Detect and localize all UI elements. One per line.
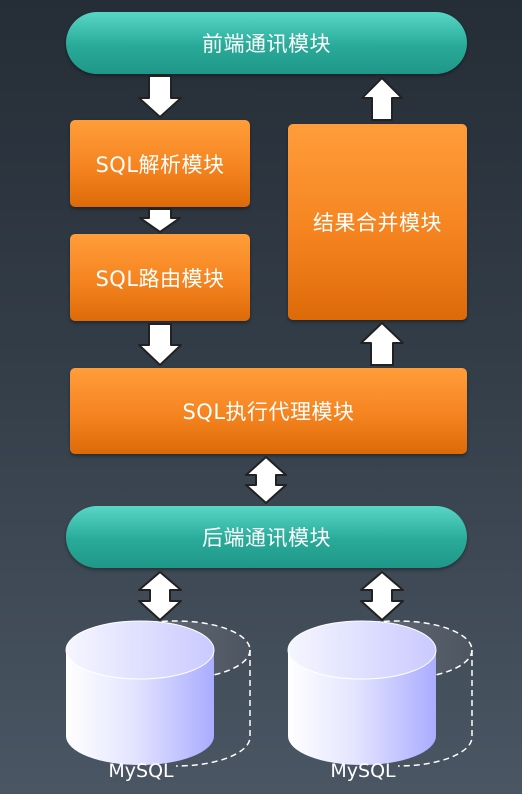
backend-comm-module: 后端通讯模块 [66,506,467,568]
frontend-comm-label: 前端通讯模块 [202,32,331,56]
backend-comm-label: 后端通讯模块 [202,526,331,550]
double-arrow-backend-db2 [360,571,404,621]
result-merge-label: 结果合并模块 [313,211,442,235]
frontend-comm-module: 前端通讯模块 [66,12,467,74]
sql-route-module: SQL路由模块 [70,234,250,321]
arrow-up-exec-to-merge [360,322,404,366]
sql-parse-module: SQL解析模块 [70,120,250,207]
arrow-up-merge-to-frontend [361,77,403,121]
database-label-2: MySQL [330,760,396,782]
sql-route-label: SQL路由模块 [95,266,225,291]
double-arrow-backend-db1 [138,571,182,621]
database-cylinder-1 [65,620,251,767]
arrow-down-frontend-to-parse [138,75,182,118]
arrow-down-route-to-exec [138,323,182,366]
arrow-down-parse-to-route [139,208,181,233]
database-label-1: MySQL [108,760,174,782]
double-arrow-exec-backend [245,456,287,504]
database-cylinder-2 [287,620,473,767]
sql-parse-label: SQL解析模块 [95,152,225,177]
sql-exec-proxy-module: SQL执行代理模块 [70,368,467,454]
sql-exec-proxy-label: SQL执行代理模块 [182,400,355,424]
result-merge-module: 结果合并模块 [288,124,467,320]
